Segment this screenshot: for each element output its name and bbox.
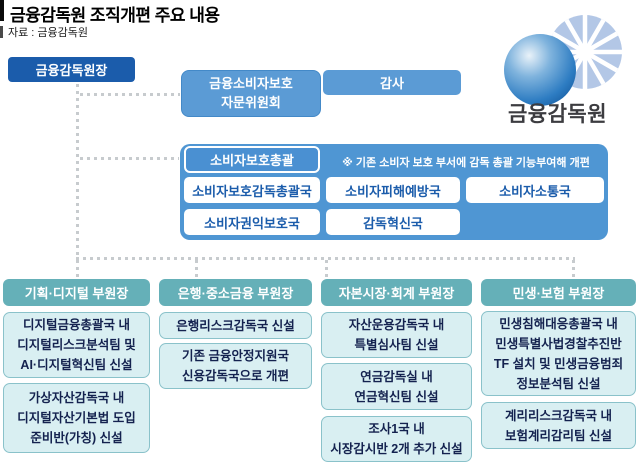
logo-rays <box>548 15 622 89</box>
logo-sphere <box>504 34 576 106</box>
division-item: 디지털금융총괄국 내 디지털리스크분석팀 및 AI·디지털혁신팀 신설 <box>3 312 150 378</box>
connector-drop-division-4 <box>572 260 575 278</box>
division-capital-markets: 자본시장·회계 부원장 자산운용감독국 내 특별심사팀 신설 연금감독실 내 연… <box>321 279 472 462</box>
governor-box: 금융감독원장 <box>8 57 135 82</box>
division-item: 자산운용감독국 내 특별심사팀 신설 <box>321 312 472 358</box>
page-title: 금융감독원 조직개편 주요 내용 <box>10 6 220 25</box>
division-item: 조사1국 내 시장감시반 2개 추가 신설 <box>321 416 472 462</box>
consumer-protection-panel: 소비자보호총괄 ※ 기존 소비자 보호 부서에 감독 총괄 기능부여해 개편 소… <box>180 144 608 240</box>
consumer-panel-note: ※ 기존 소비자 보호 부서에 감독 총괄 기능부여해 개편 <box>342 157 590 169</box>
division-head: 민생·보험 부원장 <box>481 279 636 306</box>
connector-trunk-vertical <box>76 84 79 258</box>
source-accent-bar <box>0 26 3 38</box>
consumer-panel-tab: 소비자보호총괄 <box>184 146 320 173</box>
division-head: 자본시장·회계 부원장 <box>321 279 472 306</box>
bureau-box: 소비자피해예방국 <box>326 177 460 203</box>
division-item: 가상자산감독국 내 디지털자산기본법 도입 준비반(가칭) 신설 <box>3 383 150 453</box>
logo-label: 금융감독원 <box>507 103 608 126</box>
division-item: 기존 금융안정지원국 신용감독국으로 개편 <box>159 343 312 389</box>
division-head: 기획·디지털 부원장 <box>3 279 150 306</box>
connector-branch-advisory <box>80 93 180 96</box>
division-head: 은행·중소금융 부원장 <box>159 279 312 306</box>
division-item: 민생침해대응총괄국 내 민생특별사법경찰추진반 TF 설치 및 민생금융범죄 정… <box>481 311 636 396</box>
bureau-box: 소비자권익보호국 <box>184 209 320 235</box>
division-banking-sme: 은행·중소금융 부원장 은행리스크감독국 신설 기존 금융안정지원국 신용감독국… <box>159 279 312 389</box>
bureau-box: 감독혁신국 <box>326 209 460 235</box>
bureau-box: 소비자소통국 <box>466 177 604 203</box>
source-label: 자료 : 금융감독원 <box>8 27 89 39</box>
division-planning-digital: 기획·디지털 부원장 디지털금융총괄국 내 디지털리스크분석팀 및 AI·디지털… <box>3 279 150 453</box>
fss-logo: 금융감독원 <box>490 14 625 132</box>
connector-drop-division-3 <box>325 260 328 278</box>
division-item: 연금감독실 내 연금혁신팀 신설 <box>321 363 472 410</box>
title-accent-bar <box>0 0 4 21</box>
division-item: 계리리스크감독국 내 보험계리감리팀 신설 <box>481 402 636 449</box>
auditor-box: 감사 <box>323 70 461 95</box>
connector-drop-division-1 <box>76 260 79 278</box>
division-livelihood-insurance: 민생·보험 부원장 민생침해대응총괄국 내 민생특별사법경찰추진반 TF 설치 … <box>481 279 636 449</box>
advisory-committee-box: 금융소비자보호 자문위원회 <box>181 70 321 117</box>
connector-branch-consumer <box>80 157 179 160</box>
fss-logo-icon <box>504 15 622 106</box>
connector-drop-division-2 <box>195 260 198 278</box>
division-item: 은행리스크감독국 신설 <box>159 312 312 339</box>
connector-bottom-horizontal <box>76 257 575 260</box>
bureau-box: 소비자보호감독총괄국 <box>184 177 320 203</box>
